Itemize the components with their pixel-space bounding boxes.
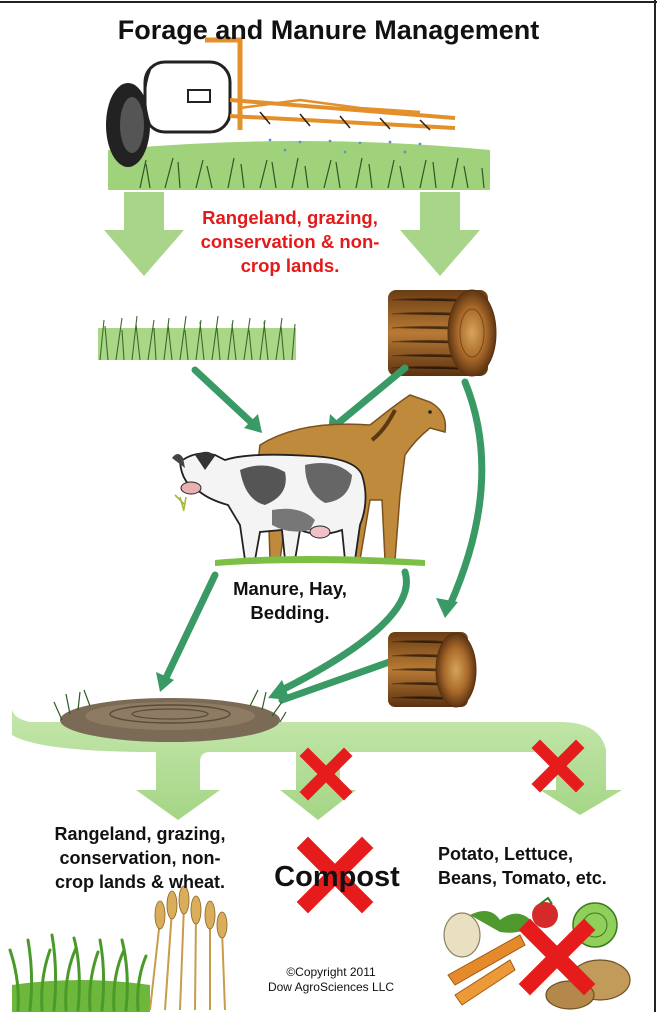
label-line: conservation & non-: [160, 230, 420, 254]
copyright-line: ©Copyright 2011: [236, 965, 426, 980]
label-vegetables: Potato, Lettuce, Beans, Tomato, etc.: [438, 842, 653, 890]
arrow-grass-to-animals: [195, 370, 254, 425]
label-manure: Manure, Hay, Bedding.: [195, 577, 385, 625]
grass-icon: [10, 935, 150, 1012]
label-line: Potato, Lettuce,: [438, 842, 653, 866]
label-rangeland-bottom: Rangeland, grazing, conservation, non- c…: [18, 822, 262, 894]
label-line: Bedding.: [195, 601, 385, 625]
sprayer-tractor-icon: [106, 40, 490, 190]
label-line: crop lands & wheat.: [18, 870, 262, 894]
label-compost: Compost: [252, 860, 422, 894]
copyright-line: Dow AgroSciences LLC: [236, 980, 426, 995]
label-line: Rangeland, grazing,: [160, 206, 420, 230]
copyright-notice: ©Copyright 2011 Dow AgroSciences LLC: [236, 965, 426, 995]
label-line: Manure, Hay,: [195, 577, 385, 601]
label-line: crop lands.: [160, 254, 420, 278]
label-line: Rangeland, grazing,: [18, 822, 262, 846]
arrow-hay-to-hay2: [450, 382, 482, 605]
label-line: conservation, non-: [18, 846, 262, 870]
x-mark-vegetables: [530, 930, 584, 984]
vegetables-icon: [444, 898, 630, 1009]
label-rangeland-top: Rangeland, grazing, conservation & non- …: [160, 206, 420, 278]
hay-bale-icon: [388, 632, 476, 707]
wheat-icon: [150, 886, 227, 1010]
grass-strip-icon: [98, 316, 296, 360]
page-title: Forage and Manure Management: [0, 14, 657, 46]
label-line: Beans, Tomato, etc.: [438, 866, 653, 890]
manure-pile-icon: [54, 690, 286, 742]
hay-bale-icon: [388, 290, 496, 376]
